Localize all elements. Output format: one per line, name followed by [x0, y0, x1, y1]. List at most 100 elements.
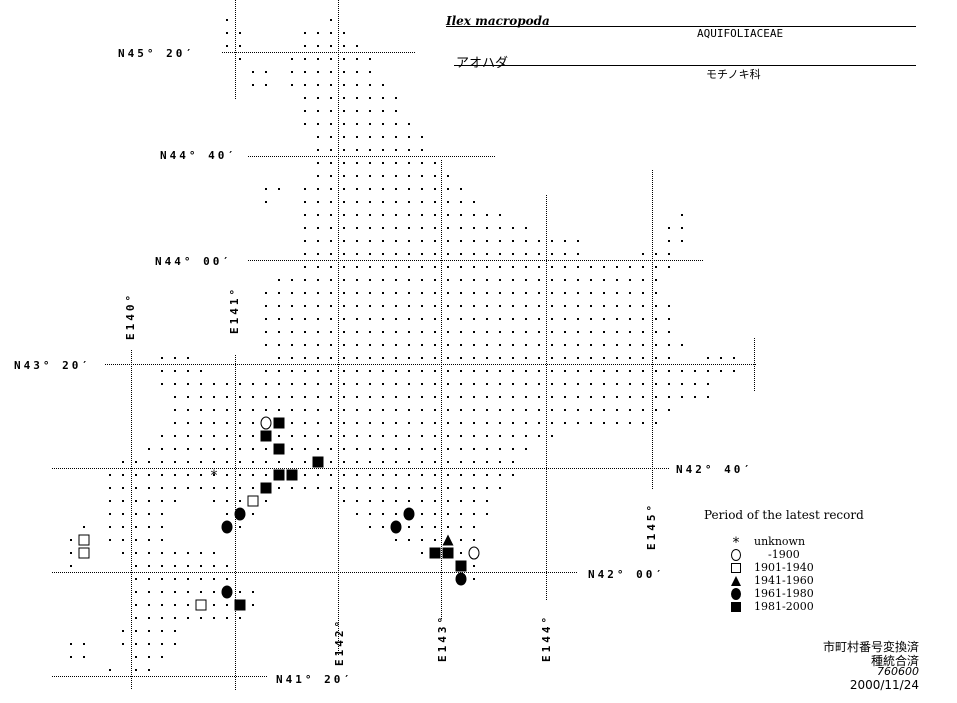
mesh-dot [330, 58, 332, 60]
mesh-dot [382, 227, 384, 229]
record-marker-open-circle [468, 546, 480, 560]
mesh-dot [395, 292, 397, 294]
filled-circle-icon [731, 588, 741, 600]
mesh-dot [330, 474, 332, 476]
mesh-dot [486, 331, 488, 333]
mesh-dot [460, 487, 462, 489]
legend-label: 1901-1940 [754, 561, 814, 574]
mesh-dot [265, 344, 267, 346]
mesh-dot [291, 487, 293, 489]
mesh-dot [161, 565, 163, 567]
mesh-dot [369, 305, 371, 307]
mesh-dot [694, 383, 696, 385]
mesh-dot [408, 253, 410, 255]
mesh-dot [616, 266, 618, 268]
mesh-dot [161, 487, 163, 489]
mesh-dot [395, 279, 397, 281]
mesh-dot [486, 383, 488, 385]
mesh-dot [447, 513, 449, 515]
mesh-dot [317, 266, 319, 268]
mesh-dot [538, 409, 540, 411]
mesh-dot [551, 396, 553, 398]
mesh-dot [239, 526, 241, 528]
mesh-dot [226, 500, 228, 502]
mesh-dot [603, 383, 605, 385]
mesh-dot [213, 591, 215, 593]
mesh-dot [382, 123, 384, 125]
mesh-dot [109, 669, 111, 671]
mesh-dot [499, 305, 501, 307]
mesh-dot [122, 513, 124, 515]
mesh-dot [343, 305, 345, 307]
mesh-dot [369, 474, 371, 476]
mesh-dot [356, 227, 358, 229]
mesh-dot [434, 175, 436, 177]
mesh-dot [499, 344, 501, 346]
mesh-dot [434, 227, 436, 229]
mesh-dot [304, 266, 306, 268]
mesh-dot [434, 435, 436, 437]
mesh-dot [382, 318, 384, 320]
mesh-dot [616, 396, 618, 398]
mesh-dot [473, 461, 475, 463]
mesh-dot [304, 292, 306, 294]
mesh-dot [473, 305, 475, 307]
mesh-dot [70, 656, 72, 658]
mesh-dot [447, 448, 449, 450]
mesh-dot [148, 591, 150, 593]
mesh-dot [512, 253, 514, 255]
mesh-dot [343, 292, 345, 294]
filled-circle-marker [731, 588, 741, 600]
mesh-dot [291, 292, 293, 294]
mesh-dot [148, 461, 150, 463]
mesh-dot [317, 383, 319, 385]
mesh-dot [564, 331, 566, 333]
mesh-dot [486, 214, 488, 216]
mesh-dot [642, 422, 644, 424]
mesh-dot [473, 383, 475, 385]
mesh-dot [148, 578, 150, 580]
mesh-dot [356, 396, 358, 398]
record-marker-filled-circle [234, 507, 246, 521]
mesh-dot [369, 240, 371, 242]
mesh-dot [499, 448, 501, 450]
mesh-dot [486, 240, 488, 242]
mesh-dot [382, 383, 384, 385]
mesh-dot [538, 370, 540, 372]
mesh-dot [148, 539, 150, 541]
mesh-dot [408, 331, 410, 333]
mesh-dot [460, 500, 462, 502]
mesh-dot [174, 565, 176, 567]
mesh-dot [330, 396, 332, 398]
mesh-dot [538, 253, 540, 255]
mesh-dot [421, 344, 423, 346]
mesh-dot [304, 201, 306, 203]
mesh-dot [590, 409, 592, 411]
mesh-dot [187, 422, 189, 424]
mesh-dot [382, 422, 384, 424]
mesh-dot [525, 383, 527, 385]
mesh-dot [252, 84, 254, 86]
open-circle-marker [731, 549, 741, 561]
mesh-dot [655, 357, 657, 359]
mesh-dot [135, 552, 137, 554]
mesh-dot [356, 162, 358, 164]
mesh-dot [265, 292, 267, 294]
mesh-dot [486, 513, 488, 515]
mesh-dot [408, 500, 410, 502]
mesh-dot [148, 669, 150, 671]
mesh-dot [681, 370, 683, 372]
footer-code: 760600 [877, 665, 919, 678]
mesh-dot [148, 526, 150, 528]
mesh-dot [421, 162, 423, 164]
mesh-dot [304, 435, 306, 437]
mesh-dot [382, 435, 384, 437]
mesh-dot [369, 136, 371, 138]
mesh-dot [148, 604, 150, 606]
mesh-dot [291, 383, 293, 385]
mesh-dot [577, 396, 579, 398]
mesh-dot [356, 500, 358, 502]
mesh-dot [278, 292, 280, 294]
mesh-dot [525, 305, 527, 307]
mesh-dot [408, 149, 410, 151]
